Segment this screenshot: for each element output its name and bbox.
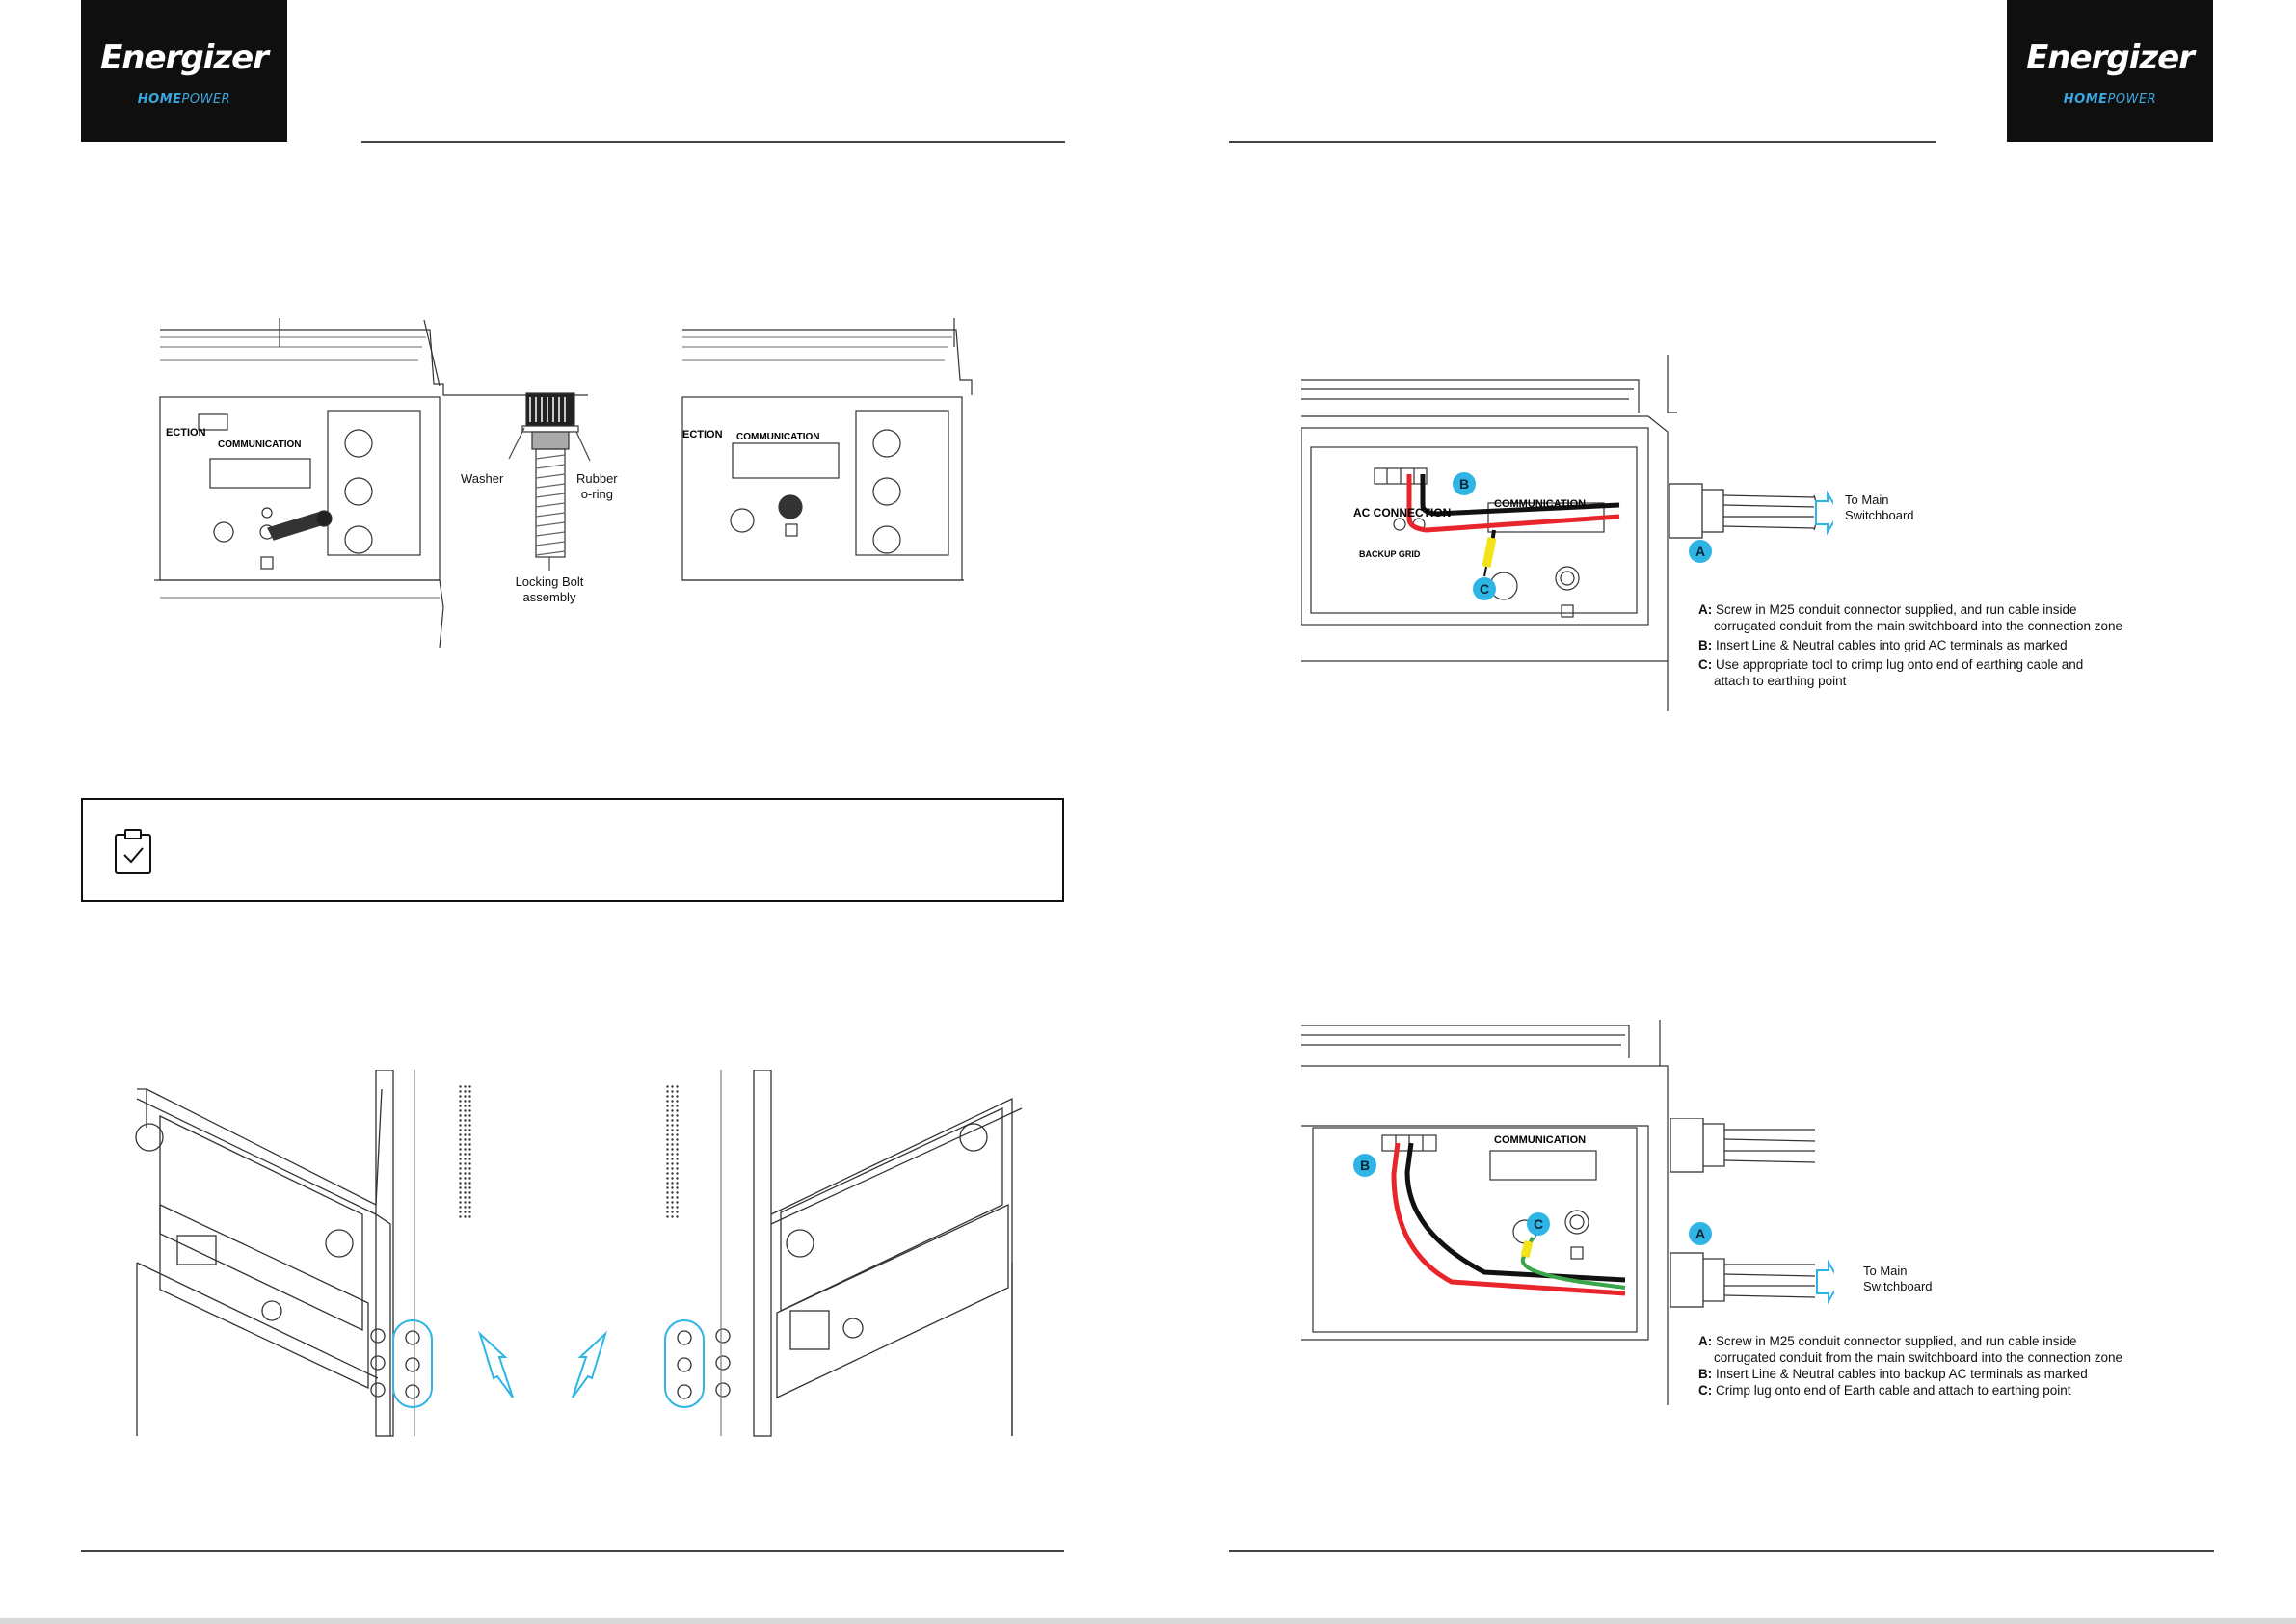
footer-rule-right [1229,1550,2214,1552]
grid-caption-a-key: A: [1698,602,1713,617]
grid-caption-c: C: Use appropriate tool to crimp lug ont… [1698,656,2122,673]
grid-connection-figure: AC CONNECTION COMMUNICATION BACKUP GRID [1301,355,1677,711]
logo-subtitle: HOMEPOWER [81,93,287,107]
backup-connection-figure: COMMUNICATION [1301,1020,1669,1405]
backup-caption-a-key: A: [1698,1334,1713,1348]
backup-caption-b-text: Insert Line & Neutral cables into backup… [1716,1367,2088,1381]
grid-caption-b-key: B: [1698,638,1713,652]
backup-comm-label: COMMUNICATION [1494,1134,1586,1146]
section-label-cut-right: ECTION [682,429,723,440]
badge-b-backup: B [1353,1154,1376,1177]
grid-caption-b: B: Insert Line & Neutral cables into gri… [1698,637,2122,653]
grid-caption-a-text: Screw in M25 conduit connector supplied,… [1716,602,2077,617]
backup-caption-a-cont: corrugated conduit from the main switchb… [1714,1350,2122,1365]
backup-conduit-connectors [1670,1118,1834,1308]
comm-label-right: COMMUNICATION [736,432,819,442]
ac-connection-label: AC CONNECTION [1353,506,1451,519]
logo-sub-light-right: POWER [2107,93,2157,107]
logo-sub-bold: HOME [137,93,182,107]
logo-sub-light: POWER [181,93,231,107]
backup-caption-c: C: Crimp lug onto end of Earth cable and… [1698,1382,2122,1398]
grid-caption-b-text: Insert Line & Neutral cables into grid A… [1716,638,2068,652]
comm-label-left: COMMUNICATION [218,439,301,450]
grid-to-main-label: To Main Switchboard [1845,493,1914,522]
locking-bolt-figure: ECTION COMMUNICATION ECTION COMMUNICATIO… [154,318,973,649]
grid-caption-c-text: Use appropriate tool to crimp lug onto e… [1716,657,2084,672]
backup-caption-b-key: B: [1698,1367,1713,1381]
section-label-cut-left: ECTION [166,427,206,439]
header-rule-left [361,141,1065,143]
badge-a-grid: A [1689,540,1712,563]
washer-label: Washer [461,471,504,486]
note-box [81,798,1064,902]
grid-caption-list: A: Screw in M25 conduit connector suppli… [1698,601,2122,689]
grid-caption-a: A: Screw in M25 conduit connector suppli… [1698,601,2122,618]
badge-b-grid: B [1453,472,1476,495]
grid-caption-c-key: C: [1698,657,1713,672]
backup-caption-c-key: C: [1698,1383,1713,1398]
energizer-logo-right: Energizer HOMEPOWER [2007,0,2213,142]
cabinet-panel-figure [135,1070,1023,1437]
grid-caption-c-cont: attach to earthing point [1714,674,1847,688]
backup-grid-label: BACKUP GRID [1359,549,1421,559]
badge-c-grid: C [1473,577,1496,600]
backup-caption-a: A: Screw in M25 conduit connector suppli… [1698,1333,2122,1349]
backup-caption-a-text: Screw in M25 conduit connector supplied,… [1716,1334,2077,1348]
page-bottom-bar [0,1618,2296,1624]
badge-a-backup: A [1689,1222,1712,1245]
grid-conduit-connector [1669,483,1833,539]
backup-caption-b: B: Insert Line & Neutral cables into bac… [1698,1366,2122,1382]
locking-bolt-label: Locking Bolt assembly [515,574,584,604]
footer-rule-left [81,1550,1064,1552]
logo-wordmark: Energizer [100,39,269,77]
grid-comm-label: COMMUNICATION [1494,498,1586,510]
rubber-oring-label: Rubber o-ring [576,471,618,501]
energizer-logo: Energizer HOMEPOWER [81,0,287,142]
backup-to-main-label: To Main Switchboard [1863,1264,1933,1293]
badge-c-backup: C [1527,1212,1550,1236]
clipboard-check-icon [115,829,151,874]
logo-subtitle-right: HOMEPOWER [2007,93,2213,107]
grid-caption-a-cont: corrugated conduit from the main switchb… [1714,619,2122,633]
logo-wordmark-right: Energizer [2026,39,2195,77]
logo-sub-bold-right: HOME [2063,93,2108,107]
header-rule-right [1229,141,1936,143]
backup-caption-c-text: Crimp lug onto end of Earth cable and at… [1716,1383,2071,1398]
backup-caption-list: A: Screw in M25 conduit connector suppli… [1698,1333,2122,1398]
